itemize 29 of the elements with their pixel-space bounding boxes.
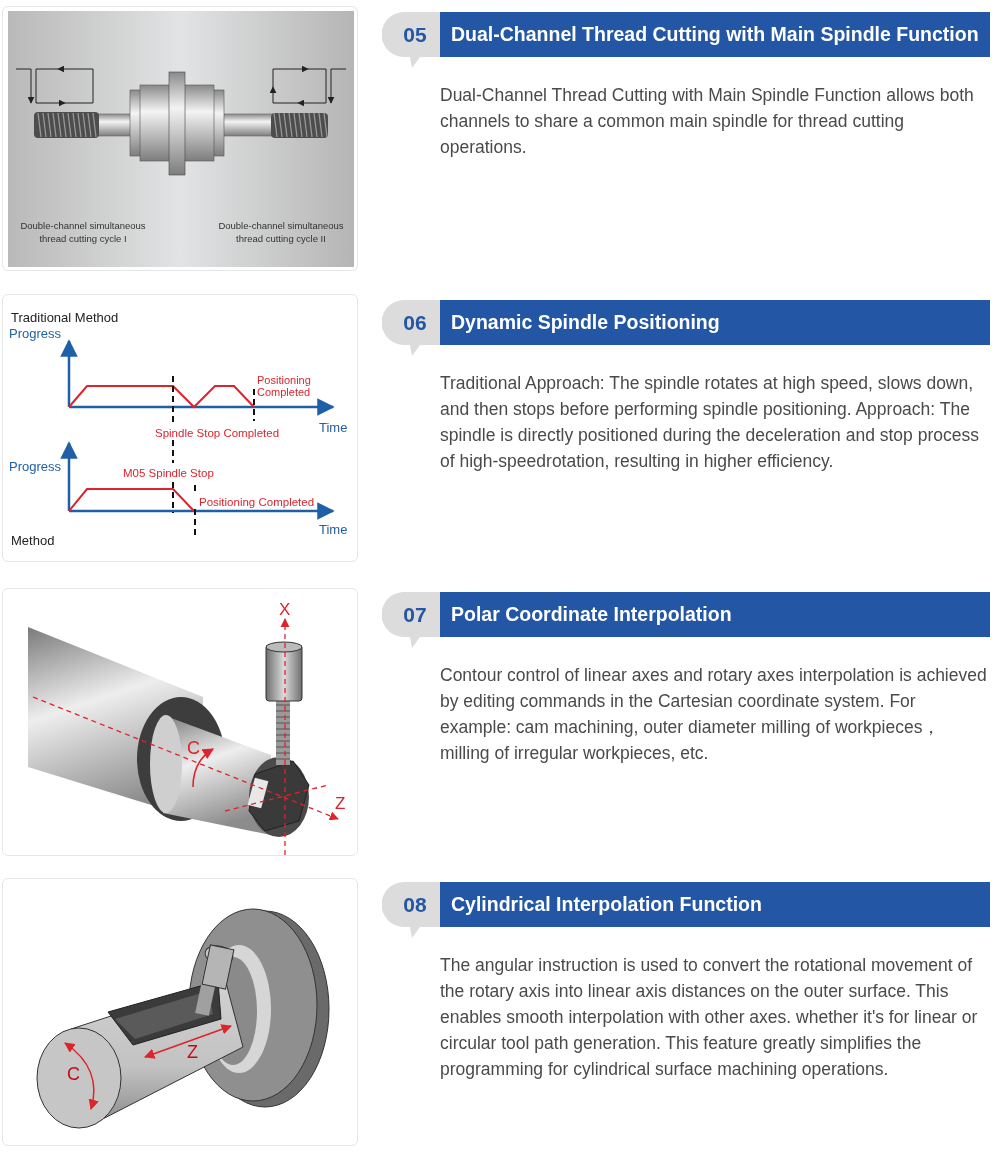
number-badge: 07 [382,592,440,650]
description-text: Traditional Approach: The spindle rotates at high speed, slows down, and then stops before performing spindle positioning. Approach: The spindle is directly positioned during the deceleration and stop process of high-speedrotation, resulting in higher efficiency. [440,372,980,473]
annotation-text: Positioning Completed [257,374,312,398]
chart-title: Method [11,532,55,550]
axis-label: C [187,737,200,760]
caption-text: Double-channel simultaneous thread cutting cycle II [217,219,345,245]
description-text: The angular instruction is used to convert the rotational movement of the rotary axis into linear axis distances on the outer surface. This enables smooth interpolation with other axes. whether it's for linear or circular tool path generation. This feature greatly simplifies the programming for cylindrical surface machining operations. [440,954,979,1081]
description-text: Contour control of linear axes and rotary axes interpolation is achieved by editing commands in the Cartesian coordinate system. For example: cam machining, outer diameter milling of workpieces， milling of irregular workpieces, etc. [440,664,988,765]
axis-label: Z [335,793,346,815]
axis-label: Time [319,419,348,437]
caption-text: Double-channel simultaneous thread cutting cycle I [19,219,147,245]
axis-label: Time [319,521,348,539]
title-bar: Cylindrical Interpolation Function [440,882,990,927]
chart-title: Traditional Method [11,309,119,327]
number-badge: 06 [382,300,440,358]
annotation-text: M05 Spindle Stop [123,466,214,481]
annotation-text: Positioning Completed [199,495,315,510]
description-text: Dual-Channel Thread Cutting with Main Spindle Function allows both channels to share a common main spindle for thread cutting operations. [440,84,975,159]
axis-label: Progress [9,458,62,476]
title-bar: Dynamic Spindle Positioning [440,300,990,345]
axis-label: C [67,1063,80,1086]
title-bar: Polar Coordinate Interpolation [440,592,990,637]
axis-label: Progress [9,325,62,343]
axis-label: Z [187,1041,198,1064]
title-bar: Dual-Channel Thread Cutting with Main Spindle Function [440,12,990,57]
annotation-text: Spindle Stop Completed [155,426,280,441]
number-badge: 08 [382,882,440,940]
axis-label: X [279,599,291,621]
number-badge: 05 [382,12,440,70]
